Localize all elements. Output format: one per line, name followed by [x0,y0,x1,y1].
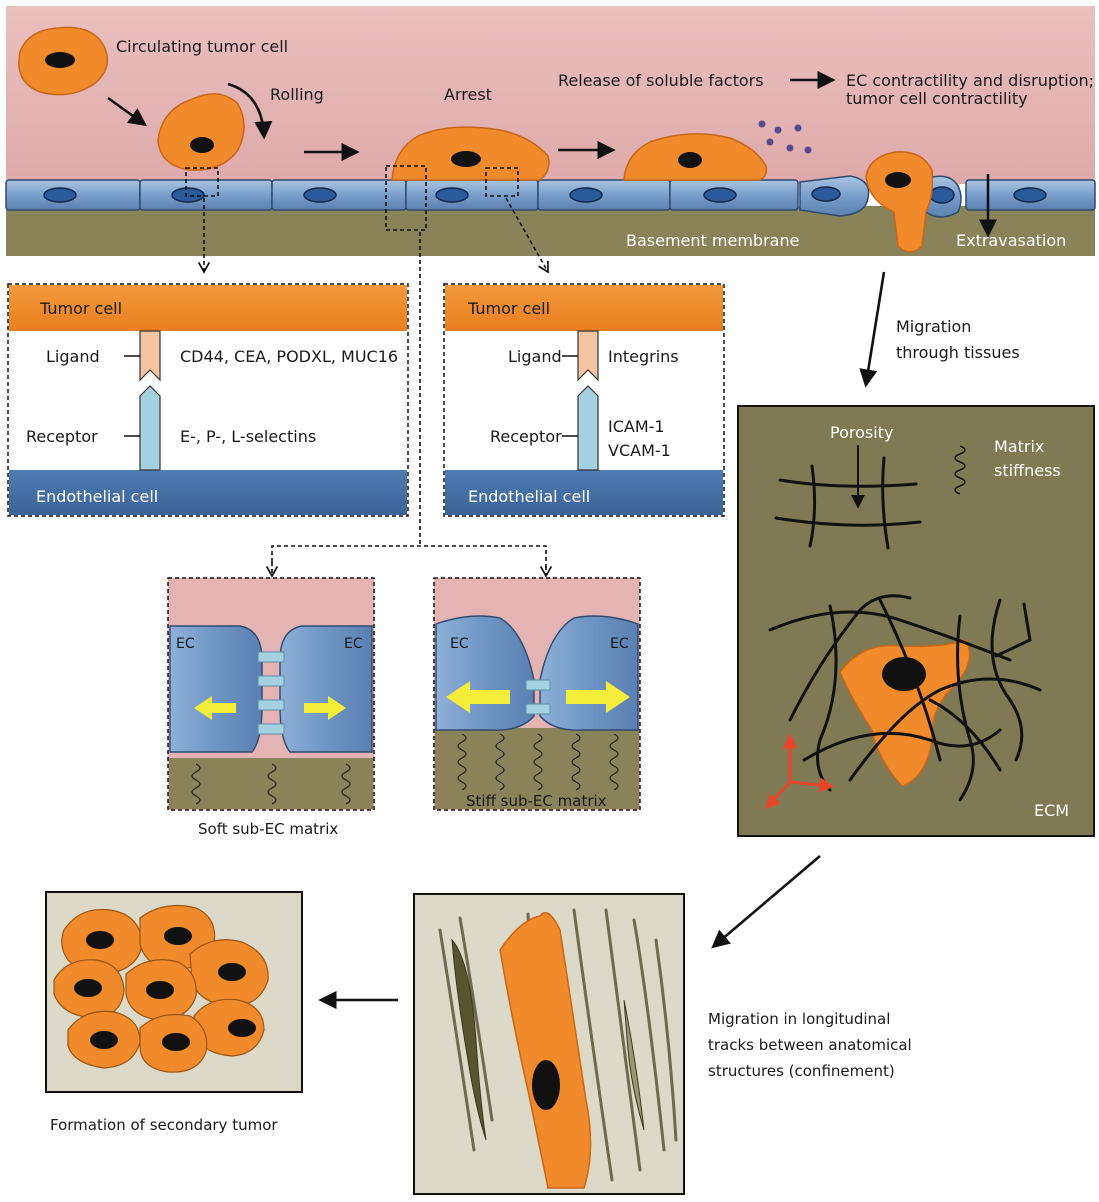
soft-matrix-panel: EC EC Soft sub-EC matrix [168,578,374,838]
arrest-molecule-panel: Tumor cell Endothelial cell Ligand Integ… [444,284,724,516]
label-circulating-tumor-cell: Circulating tumor cell [116,37,288,56]
label-integrins: Integrins [608,347,679,366]
rolling-molecule-panel: Tumor cell Endothelial cell Ligand CD44,… [8,284,408,516]
label-formation-of-secondary-tumor: Formation of secondary tumor [50,1116,278,1134]
label-vcam-1: VCAM-1 [608,441,671,460]
label-migration: Migration [896,317,971,336]
label-through-tissues: through tissues [896,343,1020,362]
label-matrix: Matrix [994,437,1044,456]
label-receptor-names: E-, P-, L-selectins [180,427,316,446]
label-ec-contractility-2: tumor cell contractility [846,89,1028,108]
label-arrest: Arrest [444,85,492,104]
label-endothelial-cell: Endothelial cell [36,487,158,506]
secondary-tumor-panel [46,892,302,1092]
stiff-matrix-panel: EC EC Stiff sub-EC matrix [434,578,640,810]
confinement-caption: Migration in longitudinal tracks between… [708,1010,912,1080]
ecm-panel: Porosity Matrix stiffness ECM [738,406,1094,836]
circulating-tumor-cell [19,27,107,94]
label-basement-membrane: Basement membrane [626,231,799,250]
migration-arrow: Migration through tissues [866,272,1020,384]
label-porosity: Porosity [830,423,893,442]
label-tumor-cell: Tumor cell [467,299,550,318]
confinement-panel [414,894,684,1194]
label-ligand: Ligand [508,347,562,366]
receptor-shape [140,386,160,470]
label-stiffness: stiffness [994,461,1061,480]
confined-cell-nucleus [532,1060,560,1110]
label-confinement-line-2: tracks between anatomical [708,1036,912,1054]
label-ec-left: EC [450,636,469,652]
label-ligand: Ligand [46,347,100,366]
label-extravasation: Extravasation [956,231,1066,250]
label-receptor: Receptor [26,427,98,446]
label-ec-left: EC [176,636,195,652]
label-release-soluble-factors: Release of soluble factors [558,71,764,90]
label-ecm: ECM [1034,801,1069,820]
label-ec-right: EC [344,636,363,652]
label-soft-sub-ec-matrix: Soft sub-EC matrix [198,820,338,838]
label-tumor-cell: Tumor cell [39,299,122,318]
label-ec-right: EC [610,636,629,652]
label-endothelial-cell: Endothelial cell [468,487,590,506]
receptor-shape [578,386,598,470]
label-ec-contractility-1: EC contractility and disruption; [846,71,1094,90]
label-rolling: Rolling [270,85,324,104]
migrating-cell-nucleus [882,657,926,691]
confinement-arrow [714,856,820,946]
label-receptor: Receptor [490,427,562,446]
label-confinement-line-1: Migration in longitudinal [708,1010,890,1028]
label-icam-1: ICAM-1 [608,417,665,436]
label-stiff-sub-ec-matrix: Stiff sub-EC matrix [466,792,607,810]
label-confinement-line-3: structures (confinement) [708,1062,895,1080]
label-ligand-names: CD44, CEA, PODXL, MUC16 [180,347,398,366]
